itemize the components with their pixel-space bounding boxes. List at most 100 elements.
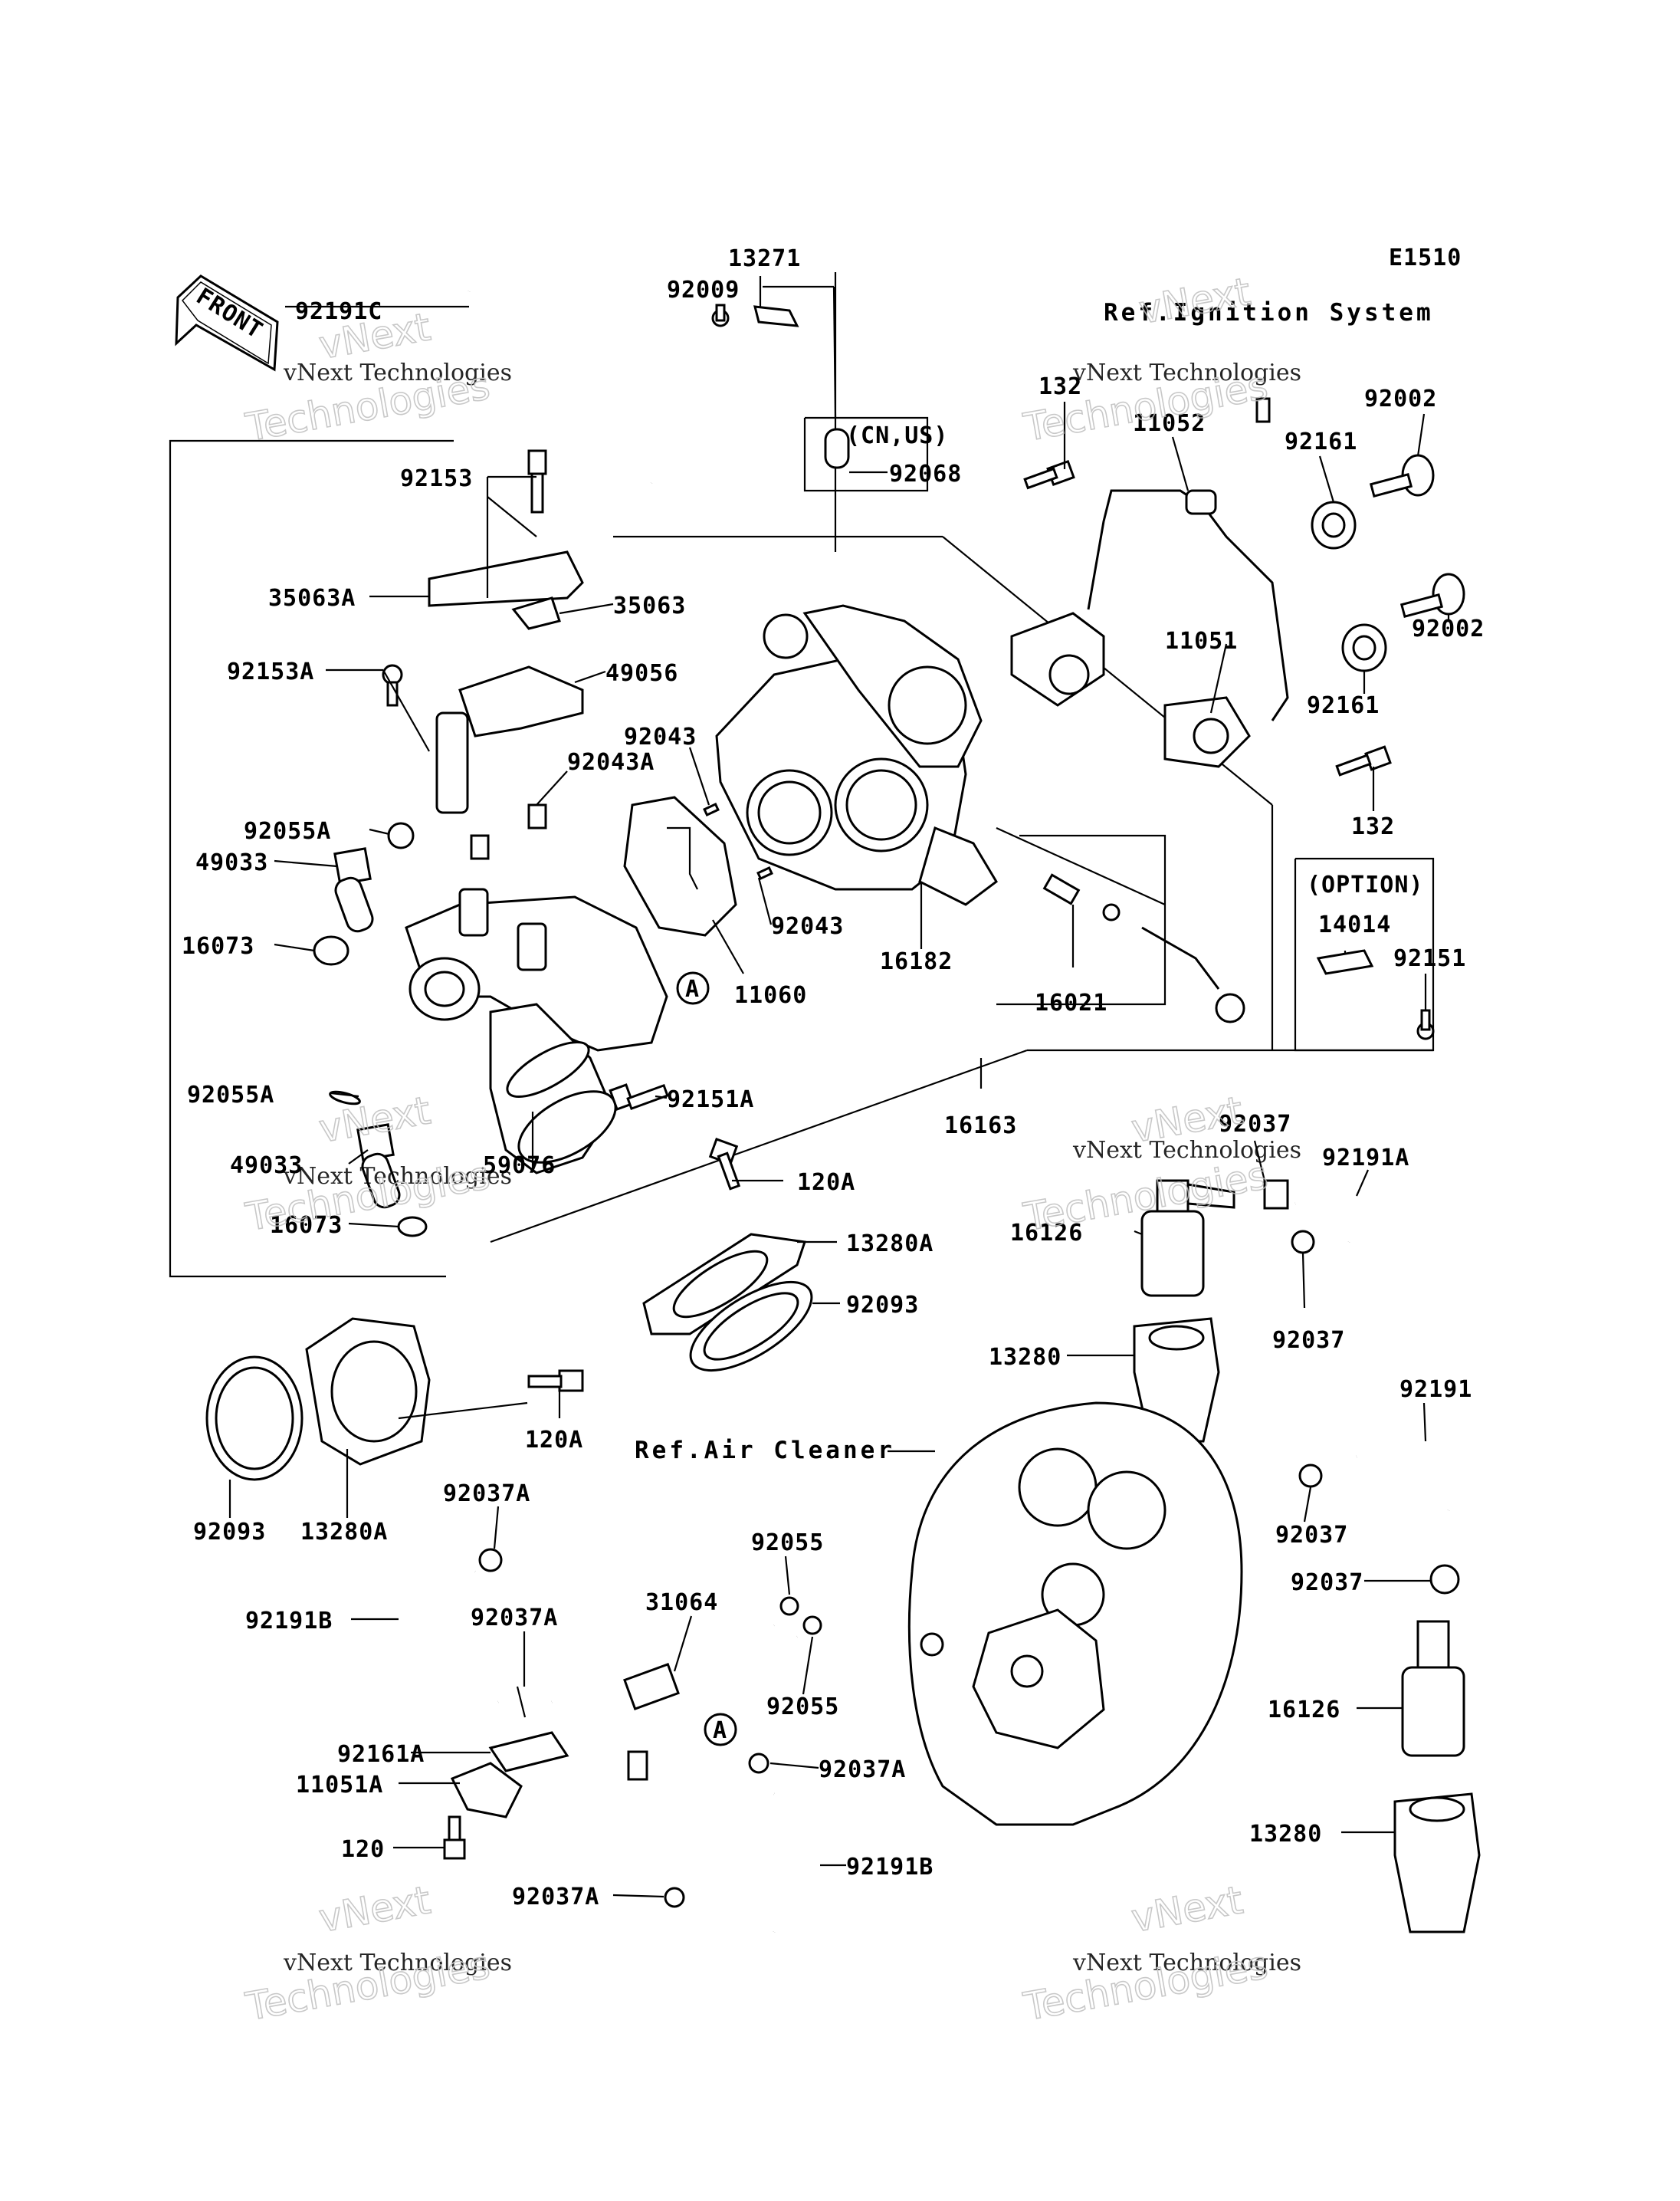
clamp-92037-mid: [1291, 1230, 1315, 1254]
part-label-92043-top: 92043: [624, 724, 697, 751]
dowel-a: [470, 834, 490, 860]
svg-text:vNext Technologies: vNext Technologies: [283, 1950, 512, 1976]
part-label-11051: 11051: [1165, 628, 1238, 655]
part-label-92191: 92191: [1399, 1376, 1472, 1403]
part-label-92161-top: 92161: [1285, 429, 1357, 455]
part-label-92055a-top: 92055A: [244, 818, 331, 845]
part-label-92037a-3: 92037A: [512, 1884, 599, 1910]
watermark-top-right: vNext vNext Technologies Technologies: [1019, 269, 1301, 451]
watermark-bottom-left: vNext vNext Technologies Technologies: [241, 1877, 512, 2030]
holder-13280-low: [1393, 1792, 1481, 1933]
part-label-92191a: 92191A: [1322, 1145, 1409, 1171]
clamp-92037a-1: [478, 1548, 503, 1572]
part-label-92055-low: 92055: [766, 1693, 839, 1720]
seal-92093-top: [689, 1280, 813, 1372]
throttle-body: [715, 604, 998, 906]
frame-lines: [169, 272, 1435, 1278]
bracket-13271: [753, 305, 799, 327]
watermark-top-left: vNext vNext Technologies Technologies: [241, 304, 512, 451]
clamp-92037a-2: [516, 1686, 527, 1718]
part-label-92161a: 92161A: [337, 1741, 425, 1768]
bolt-120a-low: [527, 1369, 584, 1392]
oring-16073-low: [397, 1216, 428, 1237]
part-label-92068: 92068: [889, 461, 962, 488]
fuel-pump-16126-low: [1401, 1620, 1465, 1757]
ignition-bracket: [1010, 397, 1289, 768]
front-arrow-icon: FRONT: [175, 274, 279, 372]
clamp-92037-r1: [1298, 1464, 1323, 1488]
part-label-13280a-low: 13280A: [300, 1519, 388, 1546]
part-label-132-top: 132: [1039, 373, 1082, 400]
svg-text:vNext: vNext: [1128, 1877, 1246, 1940]
pipe-31064: [550, 1621, 799, 1781]
svg-text:vNext: vNext: [316, 1877, 434, 1940]
idle-screw-16021: [1042, 873, 1245, 1023]
diagram-code: E1510: [1389, 245, 1462, 271]
part-label-92055a-low: 92055A: [187, 1082, 274, 1109]
injector-49033-top: [333, 847, 374, 933]
part-label-49033-top: 49033: [195, 849, 268, 876]
svg-text:vNext Technologies: vNext Technologies: [1072, 1137, 1301, 1164]
fuel-rail-manifold: [405, 888, 668, 1174]
part-label-11051a: 11051A: [296, 1772, 383, 1799]
part-label-92043a: 92043A: [567, 749, 655, 776]
part-label-13280-low: 13280: [1249, 1821, 1322, 1848]
bracket-11051a: [450, 1762, 523, 1818]
bolt-92151a: [609, 1083, 669, 1111]
svg-text:vNext Technologies: vNext Technologies: [1072, 1950, 1301, 1976]
gasket-11060: [623, 796, 737, 937]
part-label-31064: 31064: [645, 1589, 718, 1616]
bolt-92002-top: [1369, 454, 1435, 498]
marker-a-upper: A: [676, 971, 710, 1005]
part-label-120a-top: 120A: [797, 1169, 855, 1196]
svg-text:A: A: [713, 1717, 727, 1744]
part-label-92037-mid: 92037: [1272, 1327, 1345, 1354]
holder-13280a-top: [642, 1233, 806, 1335]
part-label-59076: 59076: [483, 1152, 556, 1179]
box-label-cn-us: (CN,US): [846, 422, 948, 449]
spacer-92161-low: [1341, 623, 1387, 672]
clamp-92037a-4: [664, 1887, 685, 1908]
part-label-13271: 13271: [728, 245, 801, 272]
pin-92043-top: [703, 803, 720, 816]
svg-text:vNext Technologies: vNext Technologies: [283, 1163, 512, 1190]
part-label-16126-top: 16126: [1010, 1220, 1083, 1247]
holder-13280a-low: [305, 1317, 431, 1466]
pin-92043-low: [756, 866, 773, 880]
part-label-92093-top: 92093: [846, 1292, 919, 1319]
svg-text:A: A: [685, 976, 700, 1003]
leader-lines: [228, 276, 1450, 1898]
clamp-92037-top: [1263, 1179, 1289, 1210]
part-label-16163: 16163: [944, 1112, 1017, 1139]
ref-ignition-system: Ref.Ignition System: [1104, 299, 1434, 327]
bolt-92009: [711, 304, 730, 327]
oring-16073-top: [313, 935, 349, 966]
part-label-16073-low: 16073: [270, 1212, 343, 1239]
part-label-92043-low: 92043: [771, 913, 844, 940]
oring-92055a-low: [329, 1090, 361, 1105]
part-label-92151: 92151: [1393, 945, 1466, 972]
bolt-132-low: [1335, 745, 1392, 777]
part-label-11052: 11052: [1133, 410, 1206, 437]
part-label-14014: 14014: [1318, 912, 1391, 938]
part-label-49056: 49056: [605, 660, 678, 687]
sleeve-59076: [506, 1040, 590, 1099]
bracket-35063: [511, 596, 561, 630]
box-label-option: (OPTION): [1307, 872, 1424, 898]
bolt-132-top: [1023, 459, 1075, 490]
spacer-92161-top: [1311, 501, 1357, 550]
part-label-92055-top: 92055: [751, 1529, 824, 1556]
part-label-16126-low: 16126: [1268, 1697, 1340, 1723]
part-label-92161-low: 92161: [1307, 692, 1380, 719]
oring-92055a-top: [387, 822, 415, 849]
joint-49056: [458, 665, 584, 737]
part-label-92191c: 92191C: [295, 298, 382, 325]
part-label-92153a: 92153A: [227, 659, 314, 685]
bracket-post: [435, 711, 469, 814]
part-label-92009: 92009: [667, 277, 740, 304]
fuel-pump-16126-top: [1140, 1179, 1235, 1297]
svg-text:vNext Technologies: vNext Technologies: [283, 360, 512, 386]
bolt-92153: [527, 449, 547, 514]
watermark-bottom-right: vNext vNext Technologies Technologies: [1019, 1877, 1301, 2030]
